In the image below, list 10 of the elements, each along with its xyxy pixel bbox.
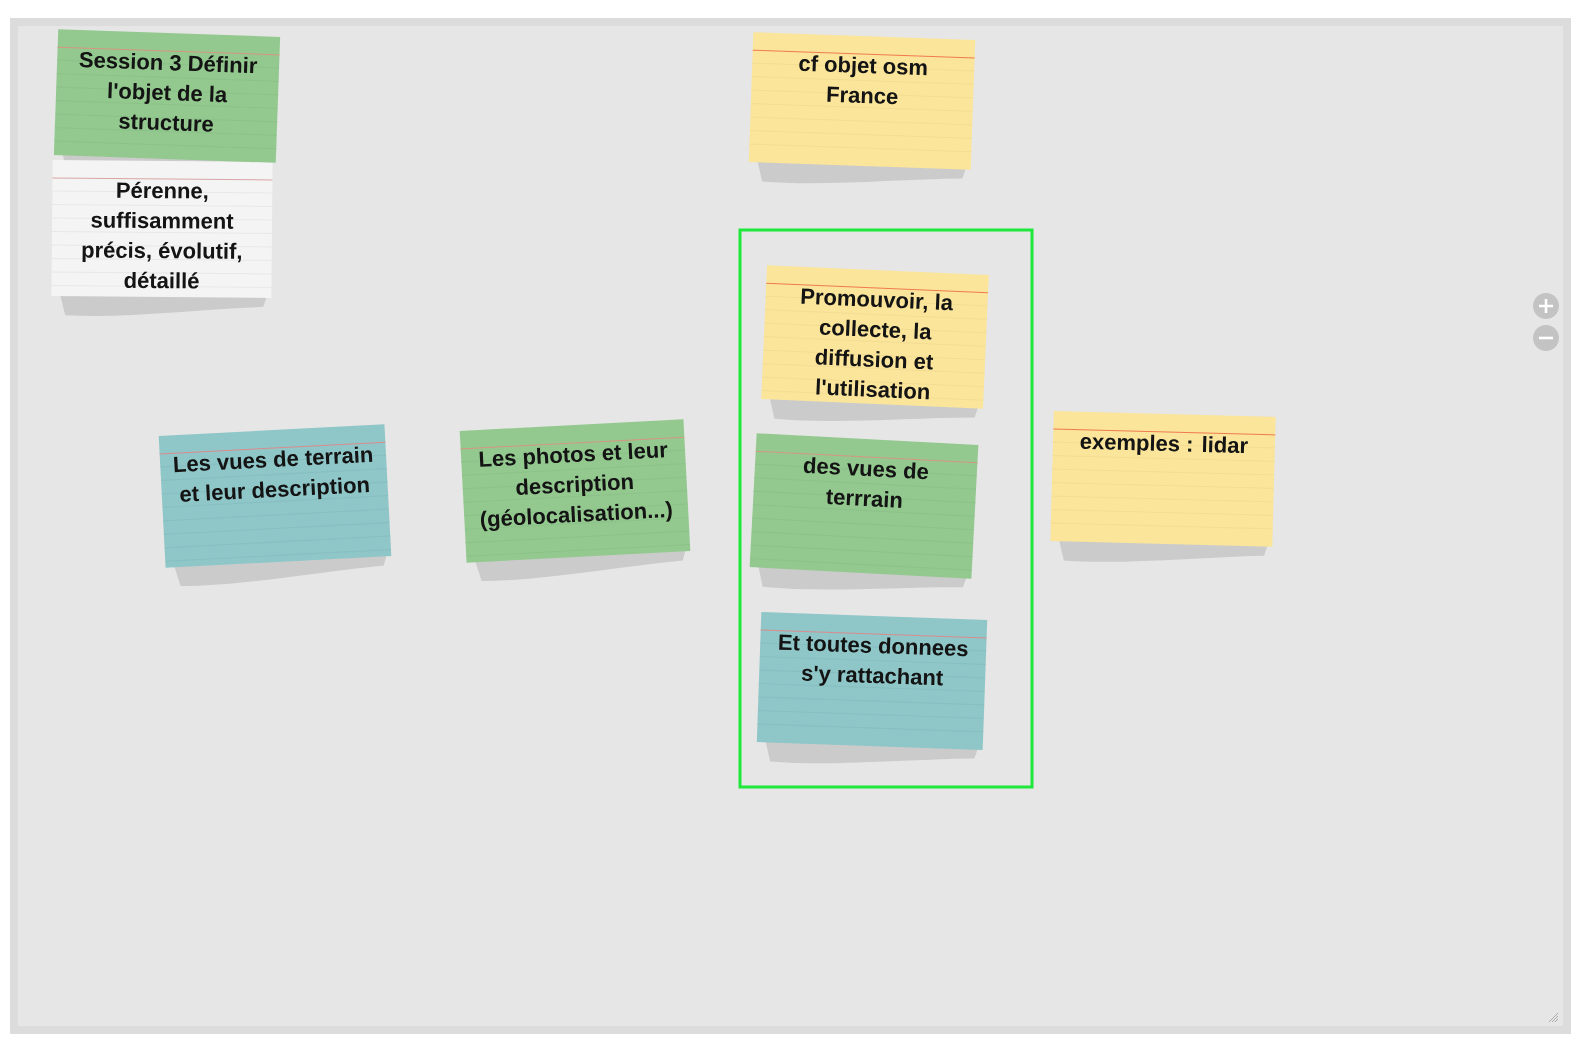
index-card: cf objet osm France [748,32,976,170]
index-card: exemples : lidar [1050,411,1276,547]
index-card: Promouvoir, la collecte, la diffusion et l'utilisation [761,265,989,409]
index-card: Les photos et leur description (géolocalisation...) [459,419,691,563]
selection-frame [738,228,1034,789]
index-card: Pérenne, suffisamment précis, évolutif, détaillé [51,160,273,298]
index-card: Et toutes donnees s'y rattachant [756,612,988,750]
index-card: Les vues de terrain et leur description [158,424,392,568]
index-card: Session 3 Définir l'objet de la structure [53,29,281,163]
index-card: des vues de terrrain [749,433,979,579]
